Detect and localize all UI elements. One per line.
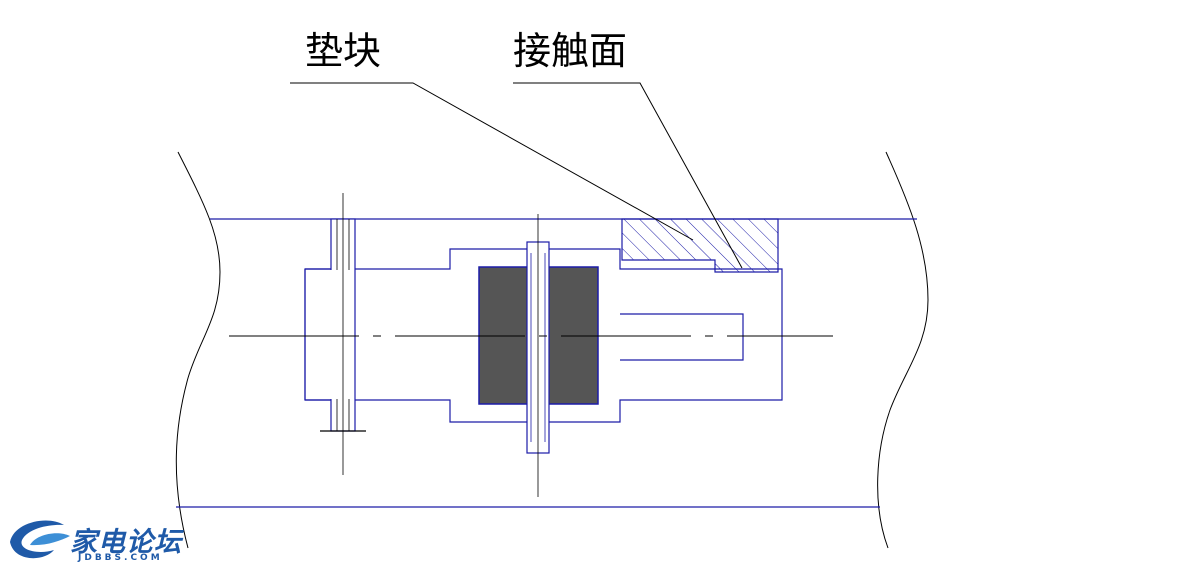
spacer-label: 垫块 [305, 29, 382, 73]
left-break-line [175, 151, 221, 549]
watermark: 家电论坛 JDBBS.COM [6, 518, 196, 568]
contact-face-leader [513, 82, 743, 269]
watermark-logo-icon [10, 520, 70, 559]
right-break-line [877, 151, 929, 549]
spacer-leader [290, 82, 694, 241]
right-slot [620, 313, 744, 361]
housing-outline [304, 248, 783, 423]
spacer-block [621, 218, 779, 273]
watermark-subtitle: JDBBS.COM [78, 553, 163, 563]
watermark-title: 家电论坛 [70, 527, 182, 558]
contact-face-label: 接触面 [513, 29, 628, 73]
bolt-clear-gap [306, 270, 354, 399]
